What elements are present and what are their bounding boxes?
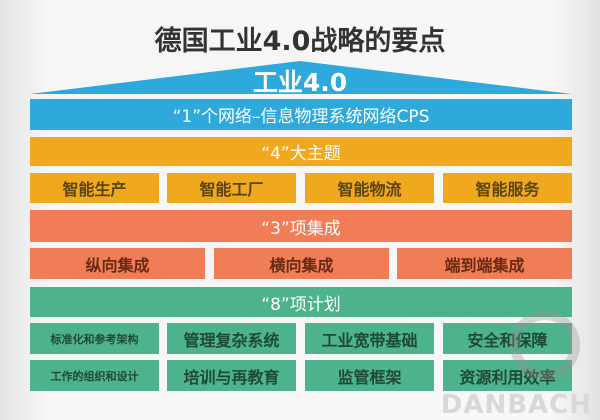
- roof-shape: [30, 61, 572, 94]
- theme-box: 智能生产: [30, 173, 159, 203]
- integration-box: 端到端集成: [397, 248, 572, 279]
- layer-8-band: “8”项计划: [30, 287, 572, 317]
- theme-box: 智能工厂: [167, 173, 296, 203]
- layer-4-band: “4”大主题: [30, 137, 572, 166]
- plan-box: 工作的组织和设计: [30, 360, 159, 391]
- plan-box: 标准化和参考架构: [30, 323, 159, 354]
- plan-box: 监管框架: [305, 360, 434, 391]
- roof-label: 工业4.0: [252, 68, 348, 97]
- plan-box: 管理复杂系统: [167, 323, 296, 354]
- theme-box: 智能服务: [443, 173, 572, 203]
- integration-box: 纵向集成: [30, 248, 205, 279]
- plan-box: 安全和保障: [443, 323, 572, 354]
- watermark-logo-icon: [510, 310, 580, 380]
- plan-box: 培训与再教育: [167, 360, 296, 391]
- integration-box: 横向集成: [214, 248, 389, 279]
- diagram-title: 德国工业4.0战略的要点: [154, 25, 446, 57]
- plan-box: 工业宽带基础: [305, 323, 434, 354]
- layer-3-band: “3”项集成: [30, 210, 572, 242]
- theme-box: 智能物流: [305, 173, 434, 203]
- plan-box: 资源利用效率: [443, 360, 572, 391]
- layer-1-band: “1”个网络–信息物理系统网络CPS: [30, 99, 572, 130]
- watermark: DANBACH: [440, 390, 592, 420]
